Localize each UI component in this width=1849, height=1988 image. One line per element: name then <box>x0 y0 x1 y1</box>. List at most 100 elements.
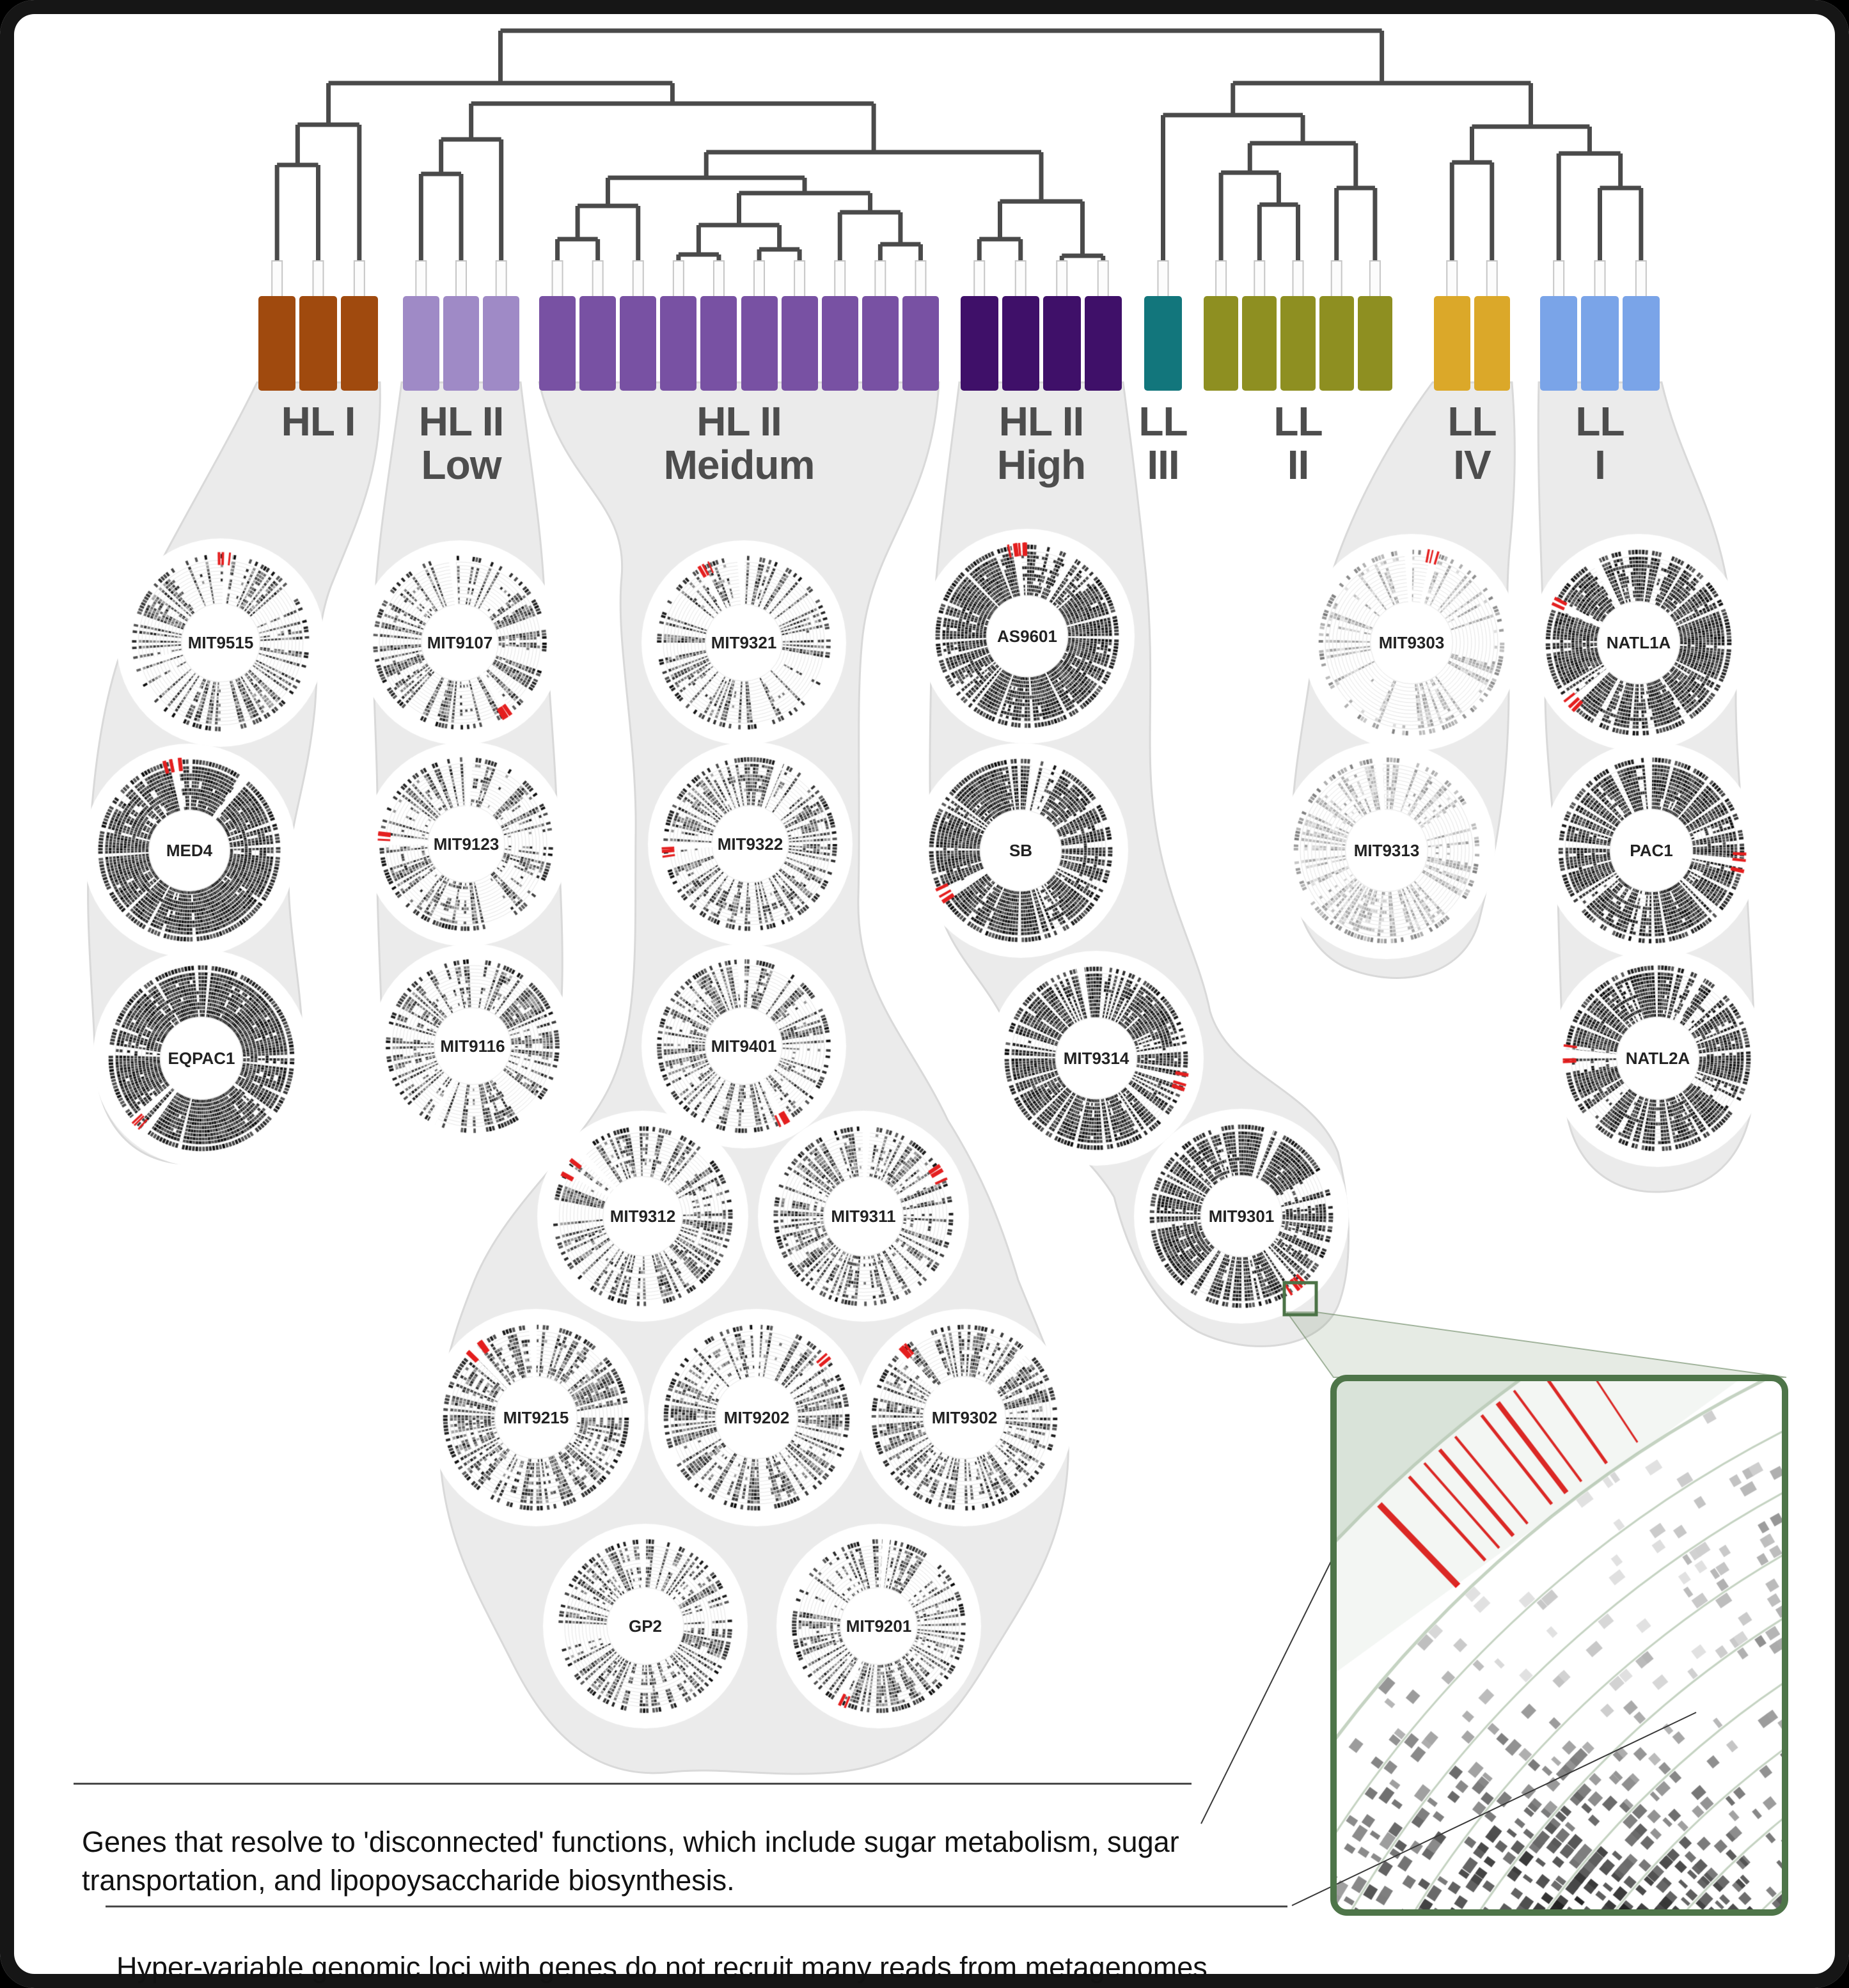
genome-label: MIT9107 <box>427 632 493 652</box>
genome-plot-natl1a: NATL1A <box>1529 533 1749 753</box>
clade-block <box>1474 296 1510 391</box>
zoom-cone <box>1286 1311 1787 1378</box>
genome-rings-canvas <box>1541 740 1761 960</box>
genome-rings-canvas <box>363 740 570 948</box>
clade-block <box>1622 296 1660 391</box>
genome-plot-mit9313: MIT9313 <box>1277 740 1497 960</box>
clade-block <box>902 296 939 391</box>
clade-label-sub: High <box>996 441 1086 488</box>
clade-block <box>1002 296 1039 391</box>
genome-label: NATL2A <box>1625 1048 1690 1068</box>
clade-block <box>1319 296 1354 391</box>
genome-plot-eqpac1: EQPAC1 <box>91 948 311 1168</box>
clade-block <box>1204 296 1239 391</box>
clade-block <box>660 296 697 391</box>
genome-label: MIT9312 <box>610 1206 676 1226</box>
clade-block <box>1043 296 1081 391</box>
genome-rings-canvas <box>115 537 326 748</box>
clade-label: HL I <box>281 400 356 444</box>
genome-plot-med4: MED4 <box>81 742 297 959</box>
clade-label-main: LL <box>1447 398 1497 444</box>
clade-label-main: HL I <box>281 398 356 444</box>
clade-block <box>1242 296 1277 391</box>
clade-block <box>539 296 576 391</box>
clade-label-main: LL <box>1138 398 1188 444</box>
genome-label: MIT9123 <box>433 834 500 854</box>
genome-plot-mit9201: MIT9201 <box>775 1522 982 1730</box>
genome-rings-canvas <box>536 1109 750 1323</box>
clade-label-main: HL II <box>696 398 782 444</box>
clade-label-main: HL II <box>418 398 504 444</box>
genome-rings-canvas <box>775 1522 982 1730</box>
genome-plot-mit9301: MIT9301 <box>1133 1107 1350 1325</box>
clade-label-sub: III <box>1147 441 1179 488</box>
genome-plot-mit9322: MIT9322 <box>647 740 854 948</box>
genome-plot-mit9312: MIT9312 <box>536 1109 750 1323</box>
genome-plot-mit9123: MIT9123 <box>363 740 570 948</box>
genome-plot-mit9302: MIT9302 <box>854 1308 1074 1528</box>
genome-rings-canvas <box>1529 533 1749 753</box>
clade-block <box>700 296 737 391</box>
inset-zoom-frame <box>1330 1375 1788 1916</box>
annotation-hypervariable-text: Hyper-variable genomic loci with genes d… <box>116 1951 1208 1984</box>
genome-label: NATL1A <box>1606 632 1671 652</box>
genome-plot-sb: SB <box>912 742 1129 959</box>
clade-label-main: LL <box>1273 398 1323 444</box>
zoom-source-box <box>1282 1281 1318 1317</box>
clade-block <box>862 296 899 391</box>
clade-block <box>781 296 818 391</box>
clade-label-main: LL <box>1575 398 1625 444</box>
genome-rings-canvas <box>647 740 854 948</box>
genome-label: MIT9301 <box>1208 1206 1275 1226</box>
genome-rings-canvas <box>757 1109 970 1323</box>
genome-rings-canvas <box>912 742 1129 959</box>
annotation-divider-bottom <box>106 1906 1287 1907</box>
clade-label-sub: I <box>1594 441 1606 488</box>
clade-block <box>961 296 998 391</box>
genome-rings-canvas <box>426 1308 646 1528</box>
genome-plot-mit9311: MIT9311 <box>757 1109 970 1323</box>
genome-label: MIT9311 <box>831 1206 896 1226</box>
clade-block <box>821 296 858 391</box>
clade-block <box>403 296 439 391</box>
genome-label: EQPAC1 <box>168 1048 235 1068</box>
genome-rings-canvas <box>640 539 847 746</box>
clade-block <box>579 296 617 391</box>
clade-block <box>1581 296 1619 391</box>
genome-rings-canvas <box>542 1522 749 1730</box>
annotation-disconnected-text: Genes that resolve to 'disconnected' fun… <box>82 1826 1179 1897</box>
genome-plot-mit9303: MIT9303 <box>1302 533 1522 753</box>
annotation-line-hypervariable <box>1291 1712 1697 1906</box>
genome-label: MED4 <box>166 840 213 860</box>
clade-label-sub: Low <box>421 441 502 488</box>
clade-block <box>1144 296 1182 391</box>
genome-label: GP2 <box>628 1616 663 1636</box>
genome-label: MIT9322 <box>717 834 783 854</box>
clade-block <box>1434 296 1470 391</box>
genome-label: SB <box>1009 840 1033 860</box>
clade-block <box>340 296 378 391</box>
genome-label: MIT9116 <box>440 1036 505 1056</box>
genome-plot-mit9107: MIT9107 <box>356 539 563 746</box>
clade-label-sub: IV <box>1453 441 1491 488</box>
clade-block <box>1357 296 1392 391</box>
genome-plot-mit9321: MIT9321 <box>640 539 847 746</box>
genome-label: MIT9215 <box>503 1407 569 1427</box>
genome-plot-gp2: GP2 <box>542 1522 749 1730</box>
inset-zoom-canvas <box>1337 1381 1782 1909</box>
clade-label-main: HL II <box>998 398 1084 444</box>
clade-block <box>483 296 519 391</box>
genome-label: MIT9201 <box>846 1616 912 1636</box>
annotation-divider-top <box>74 1783 1192 1785</box>
genome-rings-canvas <box>81 742 297 959</box>
genome-label: MIT9401 <box>711 1036 777 1056</box>
clade-block <box>1280 296 1316 391</box>
